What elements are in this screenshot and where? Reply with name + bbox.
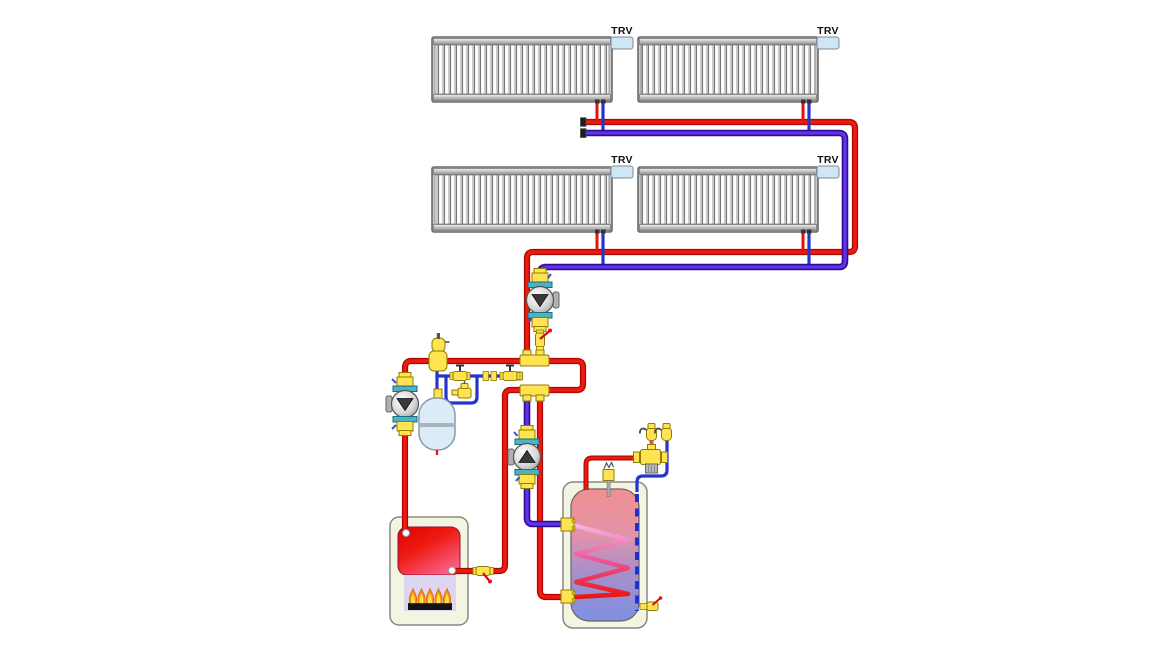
boiler-return-port — [402, 529, 410, 537]
bleed-screw — [391, 378, 397, 384]
trv-head-3: TRV — [610, 154, 634, 179]
radiator-3 — [431, 166, 613, 234]
manifold-lower — [519, 384, 550, 397]
valve-handle — [639, 427, 648, 434]
bleed-screw — [528, 317, 533, 323]
manifold-upper — [519, 354, 550, 367]
bleed-screw — [515, 476, 521, 482]
radiator-4 — [637, 166, 819, 234]
radiator-pump — [525, 268, 560, 332]
auto-air-vent — [431, 337, 446, 353]
radiator-return-valve — [535, 328, 552, 351]
cylinder-hot-outlet-pipe — [584, 456, 637, 490]
pump-direction-arrow-down — [396, 398, 414, 412]
valve-lever — [482, 572, 491, 582]
mixing-valve — [633, 444, 668, 474]
boiler-supply-port — [448, 566, 456, 575]
cylinder-drain-valve — [639, 596, 663, 611]
safety-valve — [451, 380, 472, 399]
sensor-probe — [606, 480, 611, 497]
fill-valve-1 — [449, 364, 471, 381]
burner-flames — [408, 587, 452, 604]
pipe-end-cap-return — [580, 128, 587, 138]
trv-label-4: TRV — [817, 154, 839, 166]
bleed-screw — [513, 431, 519, 437]
trv-head-2: TRV — [816, 25, 840, 50]
fill-loop-components — [449, 364, 521, 399]
radiators — [431, 36, 819, 234]
hot-water-cylinder — [562, 481, 648, 629]
fill-valve-2 — [499, 364, 521, 381]
cylinder-pump — [507, 425, 542, 489]
valve-handle — [654, 427, 663, 434]
bleed-screw — [547, 273, 552, 279]
boiler-outlet-valve — [472, 566, 494, 584]
valve-lever — [539, 330, 551, 340]
trv-head-4: TRV — [816, 154, 840, 179]
trv-label-3: TRV — [611, 154, 633, 166]
pump-direction-arrow-down — [531, 294, 549, 308]
dhw-outlet-valve — [639, 423, 657, 441]
expansion-vessel — [418, 388, 456, 455]
coil-flange-bottom — [560, 589, 576, 604]
cold-feed-pipe — [635, 440, 669, 492]
cold-inlet-valve — [654, 423, 672, 441]
burner-bar — [408, 603, 452, 610]
valve-lever — [651, 597, 661, 606]
boiler-pump — [385, 372, 420, 436]
supply-pipes — [401, 102, 859, 601]
check-valve — [482, 371, 497, 381]
trv-heads: TRV TRV TRV TRV — [610, 25, 840, 179]
boiler — [389, 516, 469, 626]
pump-direction-arrow-up — [518, 449, 536, 463]
trv-label-1: TRV — [611, 25, 633, 37]
radiator-1 — [431, 36, 613, 104]
radiator-supply-tails — [595, 102, 805, 252]
temperature-sensor — [602, 461, 615, 497]
coil-return-pipe — [525, 396, 562, 526]
radiator-2 — [637, 36, 819, 104]
heating-coil — [573, 523, 631, 600]
radiator-supply-main — [525, 120, 857, 356]
air-separator — [428, 333, 450, 372]
pipe-end-cap-supply — [580, 117, 587, 127]
trv-head-1: TRV — [610, 25, 634, 50]
boiler-circuit-pipe — [403, 359, 585, 573]
coil-flange-top — [560, 517, 576, 532]
bleed-screw — [391, 424, 397, 430]
trv-label-2: TRV — [817, 25, 839, 37]
coil-feed-pipe — [538, 396, 562, 599]
